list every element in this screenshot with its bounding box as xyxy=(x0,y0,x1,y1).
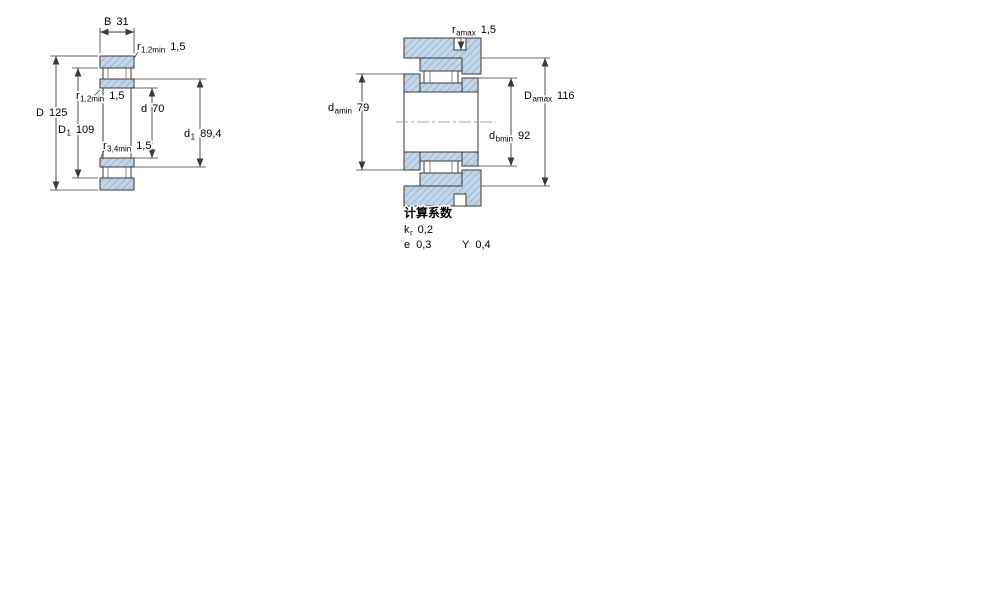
leader-line xyxy=(93,89,101,97)
leader-line xyxy=(134,51,139,58)
factors-heading: 计算系数 xyxy=(404,205,453,220)
leader-line xyxy=(100,150,105,158)
roller-bottom xyxy=(423,160,459,174)
shaft-shoulder-bottom xyxy=(403,151,421,171)
bearing-cross-section xyxy=(99,55,135,191)
inner-ring-top-section xyxy=(99,78,135,89)
shaft-shoulder-top xyxy=(403,73,421,93)
outer-ring-top-section xyxy=(419,57,463,72)
inner-ring-top-section xyxy=(419,82,463,93)
outer-ring-bottom-section xyxy=(419,172,463,187)
housing-groove-bottom xyxy=(453,193,467,207)
outer-ring-top-section xyxy=(99,55,135,69)
roller-top xyxy=(423,70,459,84)
roller-bottom xyxy=(102,166,132,179)
outer-ring-bottom-section xyxy=(99,177,135,191)
abutment-collar-bottom xyxy=(461,151,479,167)
abutment-collar-top xyxy=(461,77,479,93)
inner-ring-bottom-section xyxy=(99,157,135,168)
bearing-cross-section-mounted xyxy=(419,57,463,187)
housing-groove-top xyxy=(453,37,467,51)
inner-ring-bottom-section xyxy=(419,151,463,162)
roller-top xyxy=(102,67,132,80)
